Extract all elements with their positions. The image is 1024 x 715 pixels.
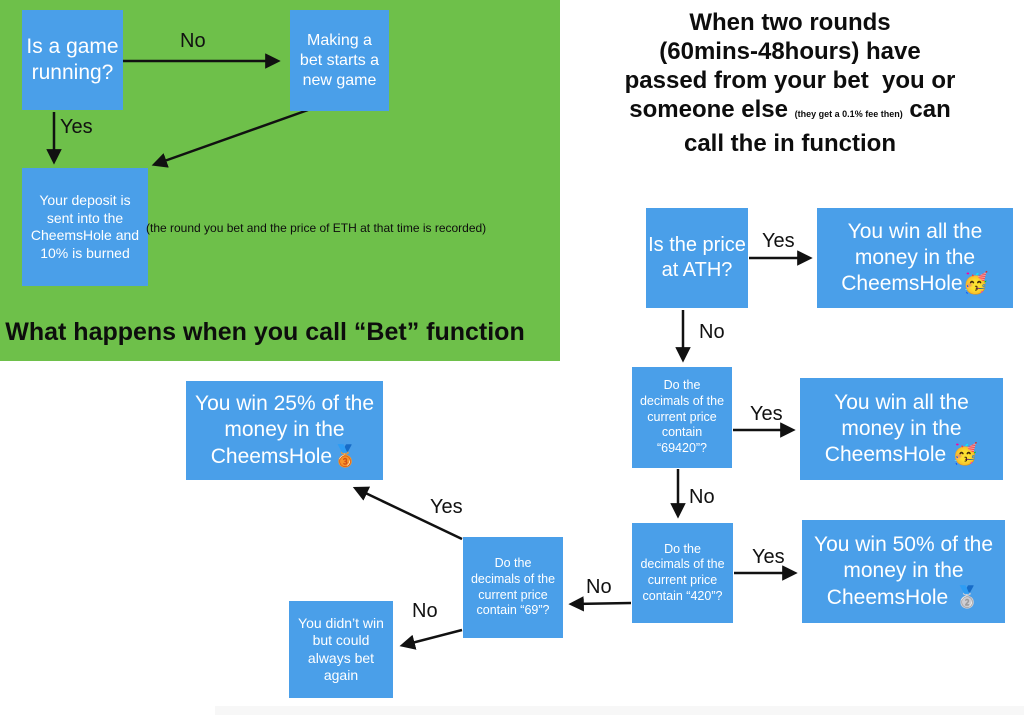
fee-note: (they get a 0.1% fee then)	[794, 109, 903, 119]
node-label: Making a bet starts a new game	[299, 31, 380, 89]
arrow-no-to-69	[568, 596, 632, 612]
node-label: You win 50% of the money in the CheemsHo…	[813, 533, 994, 609]
node-label: Do the decimals of the current price con…	[639, 378, 725, 455]
edge-label-no: No	[586, 576, 612, 598]
edge-label-no: No	[180, 30, 206, 52]
edge-label-yes: Yes	[60, 116, 93, 138]
node-label: You win all the money in the CheemsHole	[841, 219, 983, 296]
bet-section-title: What happens when you call “Bet” functio…	[5, 318, 525, 346]
partying-face-emoji: 🥳	[962, 272, 989, 296]
node-price-at-ath: Is the price at ATH?	[646, 208, 748, 308]
heading-line: (60mins-48hours) have	[659, 38, 921, 65]
node-win-50-percent: You win 50% of the money in the CheemsHo…	[802, 520, 1005, 623]
node-label: Is the price at ATH?	[648, 234, 746, 281]
bronze-medal-emoji: 🥉	[332, 444, 359, 468]
heading-line: When two rounds	[689, 9, 891, 36]
node-decimals-69420: Do the decimals of the current price con…	[632, 367, 732, 468]
node-is-game-running: Is a game running?	[22, 10, 123, 110]
edge-label-yes: Yes	[750, 403, 783, 425]
silver-medal-emoji: 🥈	[954, 585, 981, 609]
edge-label-no: No	[699, 321, 725, 343]
node-label: Do the decimals of the current price con…	[470, 556, 556, 618]
heading-line: passed from your bet you or	[624, 67, 956, 94]
bottom-edge-strip	[215, 706, 1024, 715]
node-label: You didn’t win but could always bet agai…	[298, 614, 384, 684]
edge-label-yes: Yes	[430, 496, 463, 518]
heading-line: call the in function	[683, 130, 896, 157]
edge-label-yes: Yes	[762, 230, 795, 252]
node-win-25-percent: You win 25% of the money in the CheemsHo…	[186, 381, 383, 480]
node-win-all-money-2: You win all the money in the CheemsHole …	[800, 378, 1003, 480]
in-function-heading: When two rounds (60mins-48hours) have pa…	[560, 8, 1020, 158]
node-label: Your deposit is sent into the CheemsHole…	[30, 192, 140, 261]
bet-note: (the round you bet and the price of ETH …	[146, 221, 487, 235]
node-label: Is a game running?	[26, 34, 119, 84]
heading-line: someone else (they get a 0.1% fee then) …	[560, 95, 1020, 129]
edge-label-no: No	[412, 600, 438, 622]
node-no-win-bet-again: You didn’t win but could always bet agai…	[289, 601, 393, 698]
node-deposit-burned: Your deposit is sent into the CheemsHole…	[22, 168, 148, 286]
node-decimals-420: Do the decimals of the current price con…	[632, 523, 733, 623]
node-win-all-money-1: You win all the money in the CheemsHole🥳	[817, 208, 1013, 308]
arrow-no-to-no-win	[399, 628, 463, 650]
heading-line-part: can	[909, 96, 951, 123]
node-decimals-69: Do the decimals of the current price con…	[463, 537, 563, 638]
node-label: You win all the money in the CheemsHole	[824, 390, 969, 467]
heading-line-part: someone else	[629, 96, 788, 123]
node-label: You win 25% of the money in the CheemsHo…	[194, 392, 375, 468]
edge-label-no: No	[689, 486, 715, 508]
node-label: Do the decimals of the current price con…	[640, 541, 725, 603]
partying-face-emoji: 🥳	[952, 443, 979, 467]
node-bet-starts-new-game: Making a bet starts a new game	[290, 10, 389, 111]
edge-label-yes: Yes	[752, 546, 785, 568]
